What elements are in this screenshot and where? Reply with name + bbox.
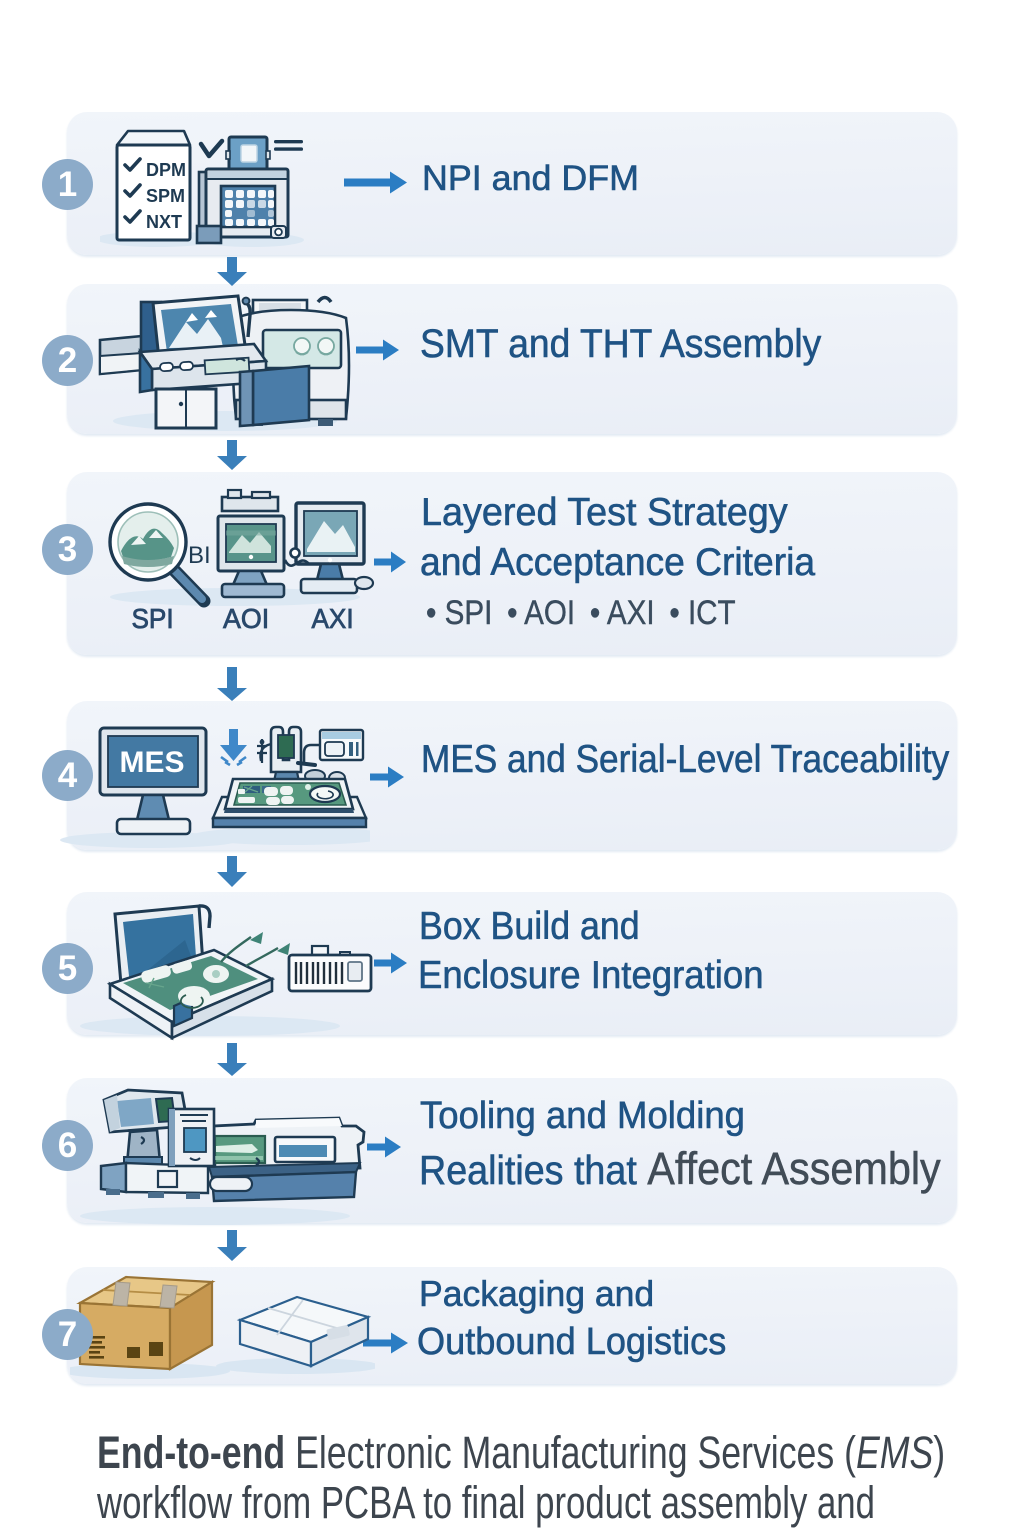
svg-text:BI: BI	[188, 542, 211, 569]
svg-text:DPM: DPM	[146, 160, 186, 180]
svg-text:SPM: SPM	[146, 186, 185, 206]
svg-text:NXT: NXT	[146, 212, 182, 232]
svg-text:MES: MES	[119, 746, 184, 779]
